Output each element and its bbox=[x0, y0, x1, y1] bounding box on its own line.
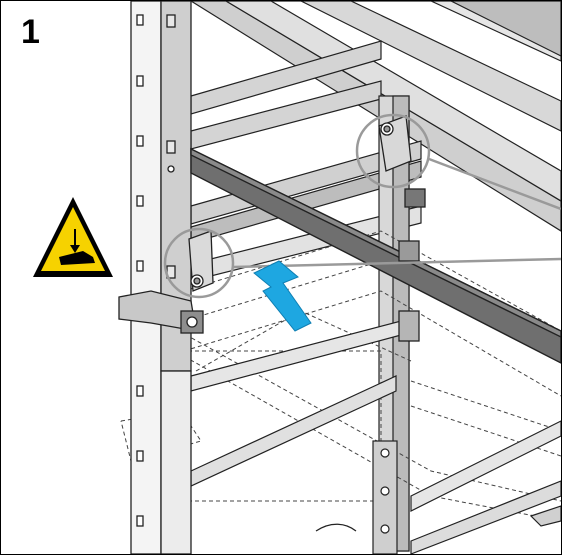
step-number: 1 bbox=[21, 13, 40, 51]
callout-leader-upper bbox=[428, 157, 561, 211]
main-diagonal-beam bbox=[190, 147, 561, 364]
left-front-upright bbox=[130, 1, 192, 554]
left-clamp-bracket bbox=[118, 230, 214, 334]
callout-circle-lower bbox=[163, 227, 235, 299]
upper-right-bracket bbox=[378, 115, 426, 342]
hand-crush-warning-icon bbox=[33, 197, 113, 277]
detail-callouts bbox=[163, 113, 561, 299]
callout-circle-upper bbox=[355, 113, 431, 189]
lift-up-arrow bbox=[253, 260, 312, 332]
bottom-right-parts bbox=[315, 440, 561, 554]
lower-rails bbox=[190, 320, 561, 554]
callout-leader-lower bbox=[232, 257, 561, 269]
